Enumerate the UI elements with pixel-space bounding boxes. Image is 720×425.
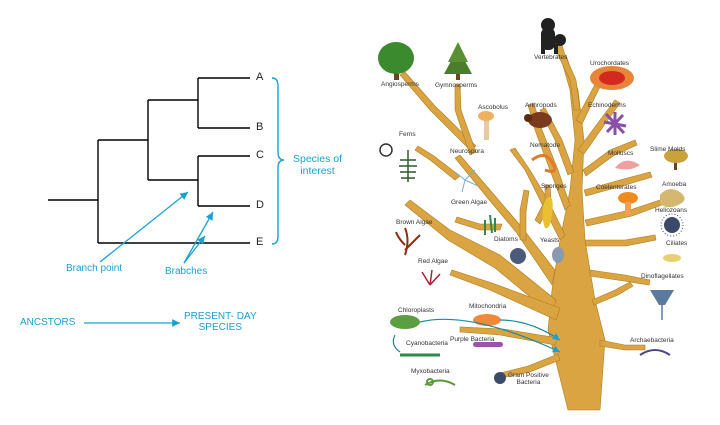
gram-positive-line1: Gram Positive xyxy=(508,372,549,379)
dinoflagellates-label: Dinoflagellates xyxy=(641,273,684,280)
gram-positive-line2: Bacteria xyxy=(516,379,541,386)
chloroplasts-label: Chloroplasts xyxy=(398,307,435,314)
species-of-interest-label: Species of interest xyxy=(293,153,342,177)
taxon-b-label: B xyxy=(256,121,264,133)
nematode-label: Nematode xyxy=(530,142,560,149)
amoeba-label: Amoeba xyxy=(662,181,687,188)
angiosperms-icon xyxy=(378,42,414,80)
vertebrates-icon xyxy=(541,18,566,54)
taxon-a-label: A xyxy=(256,71,264,83)
ascobolus-label: Ascobolus xyxy=(478,104,508,111)
present-label-line1: PRESENT- DAY xyxy=(184,311,257,322)
archaebacteria-label: Archaebacteria xyxy=(630,337,674,344)
arthropods-icon xyxy=(524,112,552,128)
archaebacteria-icon xyxy=(639,349,671,356)
neurospora-icon xyxy=(454,169,479,193)
sponges-label: Sponges xyxy=(541,183,567,190)
yeasts-icon xyxy=(552,247,564,263)
species-brace xyxy=(271,77,285,245)
neurospora-label: Neurospora xyxy=(450,148,484,155)
urochordates-label: Urochordates xyxy=(590,60,630,67)
amoeba-icon xyxy=(660,189,685,208)
branch-point-arrow xyxy=(99,191,189,263)
coelenterates-label: Coelenterates xyxy=(596,184,637,191)
ciliates-label: Ciliates xyxy=(666,240,688,247)
present-label-line2: SPECIES xyxy=(198,322,242,333)
ferns-icon xyxy=(379,143,417,182)
nematode-icon xyxy=(531,154,557,173)
branch-arrow-2 xyxy=(183,235,206,264)
ascobolus-icon xyxy=(478,111,494,140)
gram-positive-icon xyxy=(494,372,506,384)
species-label-line1: Species of xyxy=(293,153,343,165)
purple-bacteria-icon xyxy=(473,342,503,347)
ciliates-icon xyxy=(663,254,681,262)
myxobacteria-icon xyxy=(424,378,456,386)
angiosperms-label: Angiosperms xyxy=(381,81,419,88)
taxon-d-label: D xyxy=(256,199,264,211)
diatoms-icon xyxy=(510,248,526,264)
chloroplasts-icon xyxy=(390,315,420,329)
present-species-label: PRESENT- DAY SPECIES xyxy=(184,311,257,333)
molluscs-icon xyxy=(615,160,640,170)
dinoflagellates-icon xyxy=(650,290,674,320)
mitochondria-label: Mitochondria xyxy=(469,303,507,310)
taxon-c-label: C xyxy=(256,149,264,161)
ferns-label: Ferns xyxy=(399,131,416,138)
endosymbiosis-arrow-1 xyxy=(419,318,561,353)
red-algae-label: Red Algae xyxy=(418,258,448,265)
species-label-line2: interest xyxy=(300,165,335,177)
yeasts-label: Yeasts xyxy=(540,237,560,244)
taxon-e-label: E xyxy=(256,236,264,248)
slime-molds-icon xyxy=(664,149,688,170)
gram-positive-label: Gram Positive Bacteria xyxy=(508,372,549,386)
branch-point-label: Branch point xyxy=(66,263,123,274)
branches-label: Brabches xyxy=(165,266,208,277)
endosymbiosis-arrow-2 xyxy=(499,319,561,341)
brown-algae-icon xyxy=(395,227,421,256)
ancestors-label: ANCSTORS xyxy=(20,317,76,328)
cyanobacteria-label: Cyanobacteria xyxy=(406,340,448,347)
heliozoans-label: Heliozoans xyxy=(655,207,688,214)
green-algae-icon xyxy=(484,214,496,235)
coelenterates-icon xyxy=(618,192,638,216)
purple-bacteria-label: Purple Bacteria xyxy=(450,336,495,343)
green-algae-label: Green Algae xyxy=(451,199,488,206)
sponges-icon xyxy=(542,197,553,229)
urochordates-icon xyxy=(590,66,634,90)
gymnosperms-label: Gymnosperms xyxy=(435,82,478,89)
slime-molds-label: Slime Molds xyxy=(650,146,686,153)
diatoms-label: Diatoms xyxy=(494,236,518,243)
heliozoans-icon xyxy=(660,213,684,237)
echinoderms-label: Echinoderms xyxy=(588,102,626,109)
echinoderms-icon xyxy=(603,112,627,135)
mitochondria-icon xyxy=(473,314,501,326)
molluscs-label: Molluscs xyxy=(608,150,634,157)
gymnosperms-icon xyxy=(444,42,472,80)
vertebrates-label: Vertebrates xyxy=(534,54,568,61)
brown-algae-label: Brown Algae xyxy=(396,219,433,226)
red-algae-icon xyxy=(421,269,441,286)
arthropods-label: Arthropods xyxy=(525,102,557,109)
endosymbiosis-arrow-3 xyxy=(392,334,401,353)
myxobacteria-label: Myxobacteria xyxy=(411,368,450,375)
